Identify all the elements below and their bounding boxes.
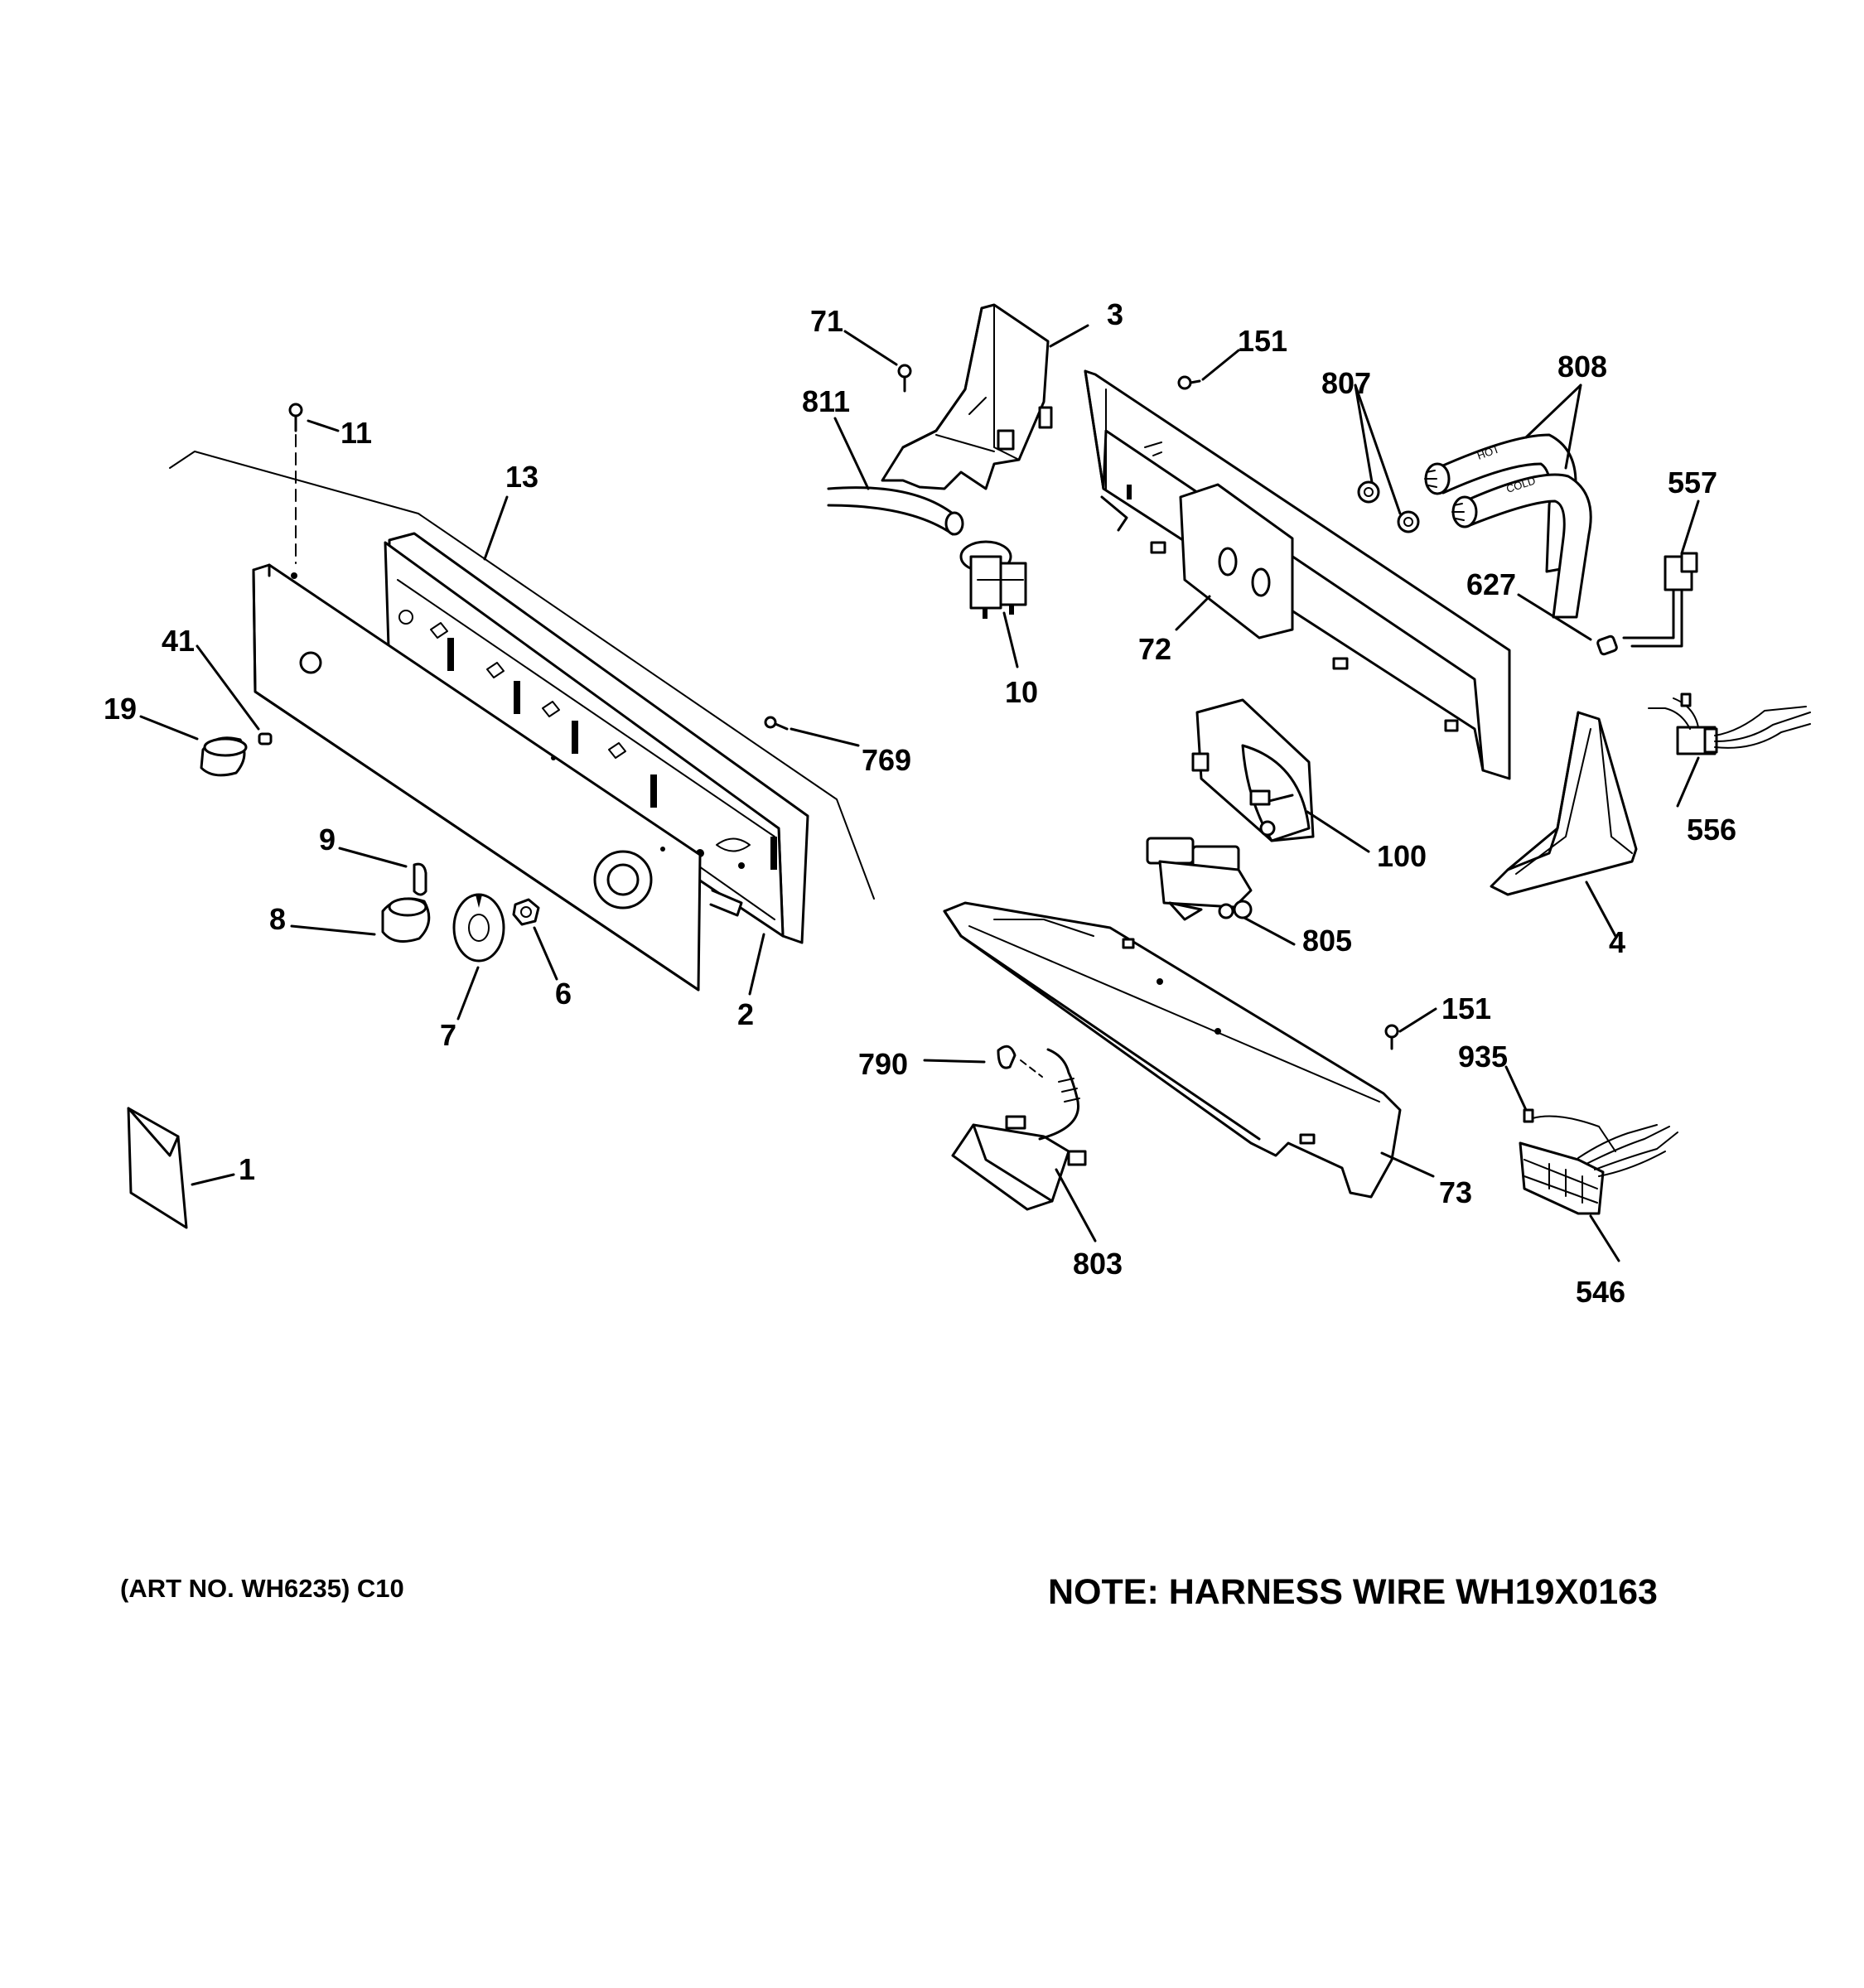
harness-556 xyxy=(1648,692,1811,755)
timer-100 xyxy=(1191,698,1315,842)
callout-6: 6 xyxy=(555,977,572,1011)
screw-151-top xyxy=(1177,375,1201,390)
knob-19 xyxy=(200,736,248,777)
callout-556: 556 xyxy=(1687,813,1736,847)
harness-note: NOTE: HARNESS WIRE WH19X0163 xyxy=(1048,1572,1658,1612)
nut-6 xyxy=(512,898,540,926)
callout-1: 1 xyxy=(239,1152,255,1186)
callout-151a: 151 xyxy=(1238,324,1287,358)
callout-805: 805 xyxy=(1302,924,1352,958)
clip-790 xyxy=(997,1045,1043,1078)
screw-71 xyxy=(897,364,912,393)
callout-2: 2 xyxy=(737,997,754,1031)
callout-807: 807 xyxy=(1321,366,1371,400)
callout-10: 10 xyxy=(1005,675,1038,709)
callout-627: 627 xyxy=(1466,567,1516,601)
callout-13: 13 xyxy=(505,460,538,494)
rear-panel-72 xyxy=(1084,369,1511,780)
callout-72: 72 xyxy=(1138,632,1171,666)
inlet-hoses-808: HOT COLD xyxy=(1424,433,1592,619)
callout-790: 790 xyxy=(858,1047,908,1081)
callout-151b: 151 xyxy=(1441,992,1491,1025)
sensor-557 xyxy=(1622,552,1698,648)
end-cap-bracket-3 xyxy=(881,303,1053,490)
cap-627 xyxy=(1596,635,1618,656)
callout-7: 7 xyxy=(440,1018,456,1052)
literature-envelope-1 xyxy=(127,1107,188,1229)
callout-11: 11 xyxy=(340,416,372,450)
base-panel-73 xyxy=(943,901,1402,1199)
callout-803: 803 xyxy=(1073,1247,1123,1281)
control-panel-2 xyxy=(252,563,702,992)
washer-807 xyxy=(1357,480,1420,533)
callout-811: 811 xyxy=(802,384,850,418)
dial-7 xyxy=(452,893,505,963)
callout-41: 41 xyxy=(162,624,195,658)
screw-935 xyxy=(1523,1108,1534,1123)
pressure-switch-10 xyxy=(959,540,1027,619)
water-valve-805 xyxy=(1146,837,1253,921)
callout-546: 546 xyxy=(1576,1275,1625,1309)
dispenser-803 xyxy=(951,1048,1087,1211)
clip-41 xyxy=(258,732,273,746)
screw-151-bottom xyxy=(1384,1024,1399,1050)
callout-769: 769 xyxy=(862,743,911,777)
callout-100: 100 xyxy=(1377,839,1427,873)
screw-769 xyxy=(764,716,789,731)
harness-546 xyxy=(1519,1115,1678,1215)
callout-73: 73 xyxy=(1439,1175,1472,1209)
end-cap-bracket-4 xyxy=(1490,711,1638,896)
callout-71: 71 xyxy=(810,304,843,338)
callout-3: 3 xyxy=(1107,297,1123,331)
callout-numbers: 11 13 41 19 9 8 7 6 2 769 1 71 3 811 10 … xyxy=(104,297,1736,1309)
art-number-label: (ART NO. WH6235) C10 xyxy=(120,1574,404,1603)
callout-557: 557 xyxy=(1668,466,1717,499)
callout-808: 808 xyxy=(1557,350,1607,384)
callout-935: 935 xyxy=(1458,1040,1508,1074)
screw-11 xyxy=(288,403,303,564)
callout-8: 8 xyxy=(269,902,286,936)
callout-19: 19 xyxy=(104,692,137,726)
knob-8 xyxy=(381,897,431,943)
group-bracket-line xyxy=(169,451,875,900)
callout-9: 9 xyxy=(319,823,336,856)
callout-4: 4 xyxy=(1609,925,1625,959)
pressure-hose-811 xyxy=(827,486,964,536)
leader-lines xyxy=(139,324,1700,1262)
clip-9 xyxy=(413,862,427,896)
